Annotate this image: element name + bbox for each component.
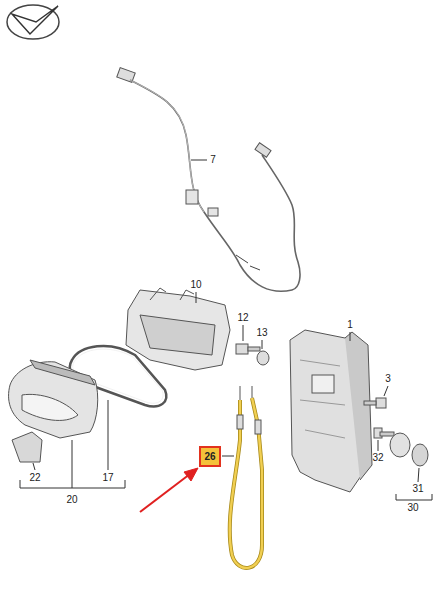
outer-handle	[9, 360, 98, 438]
callout-number: 1	[346, 320, 354, 330]
callout-number: 32	[371, 453, 384, 463]
callout-number: 31	[411, 484, 424, 494]
callout-number: 30	[406, 503, 419, 513]
callout-number: 12	[236, 313, 249, 323]
logo	[7, 5, 59, 39]
cover-cap	[412, 444, 428, 466]
leader-line	[222, 456, 234, 457]
leader-line	[262, 340, 263, 349]
leader-line	[243, 325, 244, 341]
leader-line	[108, 400, 109, 470]
handle-carrier	[126, 288, 230, 370]
bolt	[236, 344, 260, 354]
callout-number: 13	[255, 328, 268, 338]
pointer-arrow	[140, 468, 198, 512]
leader-line	[378, 440, 379, 451]
callout-number: 17	[101, 473, 114, 483]
screw	[364, 398, 386, 408]
bracket	[396, 494, 432, 500]
leader-line	[418, 468, 419, 482]
callout-number: 26	[204, 452, 215, 462]
callout-number: 10	[189, 280, 202, 290]
leader-line	[384, 386, 388, 396]
wiring-harness	[117, 68, 300, 292]
bowden-cable	[230, 386, 262, 568]
callout-number: 3	[384, 374, 392, 384]
callout-number: 7	[209, 155, 217, 165]
leader-line	[33, 463, 35, 470]
highlight-callout: 26	[199, 446, 221, 467]
washer	[257, 351, 269, 365]
cap	[12, 432, 42, 462]
callout-number: 20	[65, 495, 78, 505]
leader-line	[72, 440, 73, 488]
door-lock	[290, 330, 372, 492]
leader-line	[191, 160, 207, 161]
leader-line	[350, 332, 351, 341]
leader-line	[196, 292, 197, 303]
callout-number: 22	[28, 473, 41, 483]
